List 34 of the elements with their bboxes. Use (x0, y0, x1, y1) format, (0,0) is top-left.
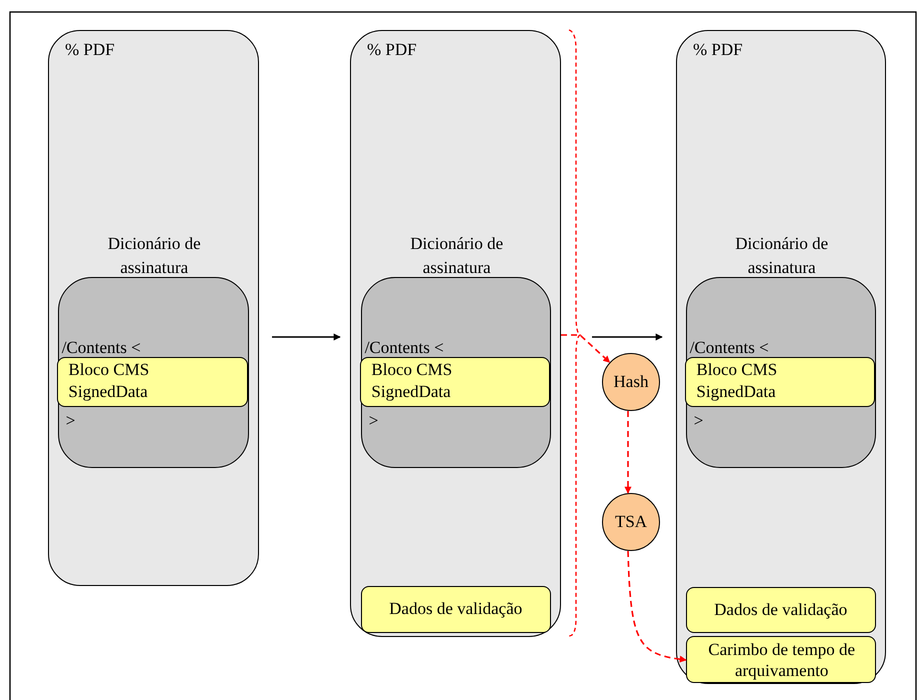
pdf-document-panel (48, 30, 259, 586)
validation-data-box (686, 586, 876, 633)
dashed-arrow (627, 550, 687, 663)
cms-block-box (685, 357, 876, 408)
box-label: Dados de validação (388, 598, 524, 620)
dictionary-heading: Dicionário de assinatura (734, 232, 830, 279)
node-label: Hash (612, 371, 650, 393)
box-label: Bloco CMS SignedData (696, 359, 778, 404)
box-label: Bloco CMS SignedData (371, 359, 454, 404)
dictionary-heading: Dicionário de assinatura (106, 232, 202, 279)
pdf-document-panel (676, 30, 886, 684)
arrow (592, 334, 663, 340)
contents-delimiter: /Contents < (364, 336, 444, 359)
contents-delimiter: /Contents < (62, 336, 141, 359)
pdf-document-panel (350, 30, 561, 637)
panel-title: % PDF (693, 39, 743, 61)
contents-delimiter: > (368, 410, 378, 432)
panel-title: % PDF (65, 39, 115, 61)
box-label: Carimbo de tempo de arquivamento (707, 638, 856, 681)
dashed-arrow (561, 334, 610, 363)
contents-delimiter: /Contents < (690, 336, 769, 359)
contents-delimiter: > (66, 410, 76, 432)
arrow (272, 334, 341, 340)
dashed-arrow (624, 411, 632, 494)
box-label: Dados de validação (713, 598, 848, 621)
panel-title: % PDF (367, 39, 417, 61)
validation-data-box (360, 586, 551, 633)
box-label: Bloco CMS SignedData (68, 359, 150, 404)
cms-block-box (360, 357, 550, 408)
cms-block-box (57, 357, 248, 408)
timestamp-box (686, 636, 876, 683)
node-label: TSA (614, 511, 648, 533)
contents-delimiter: > (694, 410, 704, 432)
dictionary-heading: Dicionário de assinatura (409, 232, 504, 279)
